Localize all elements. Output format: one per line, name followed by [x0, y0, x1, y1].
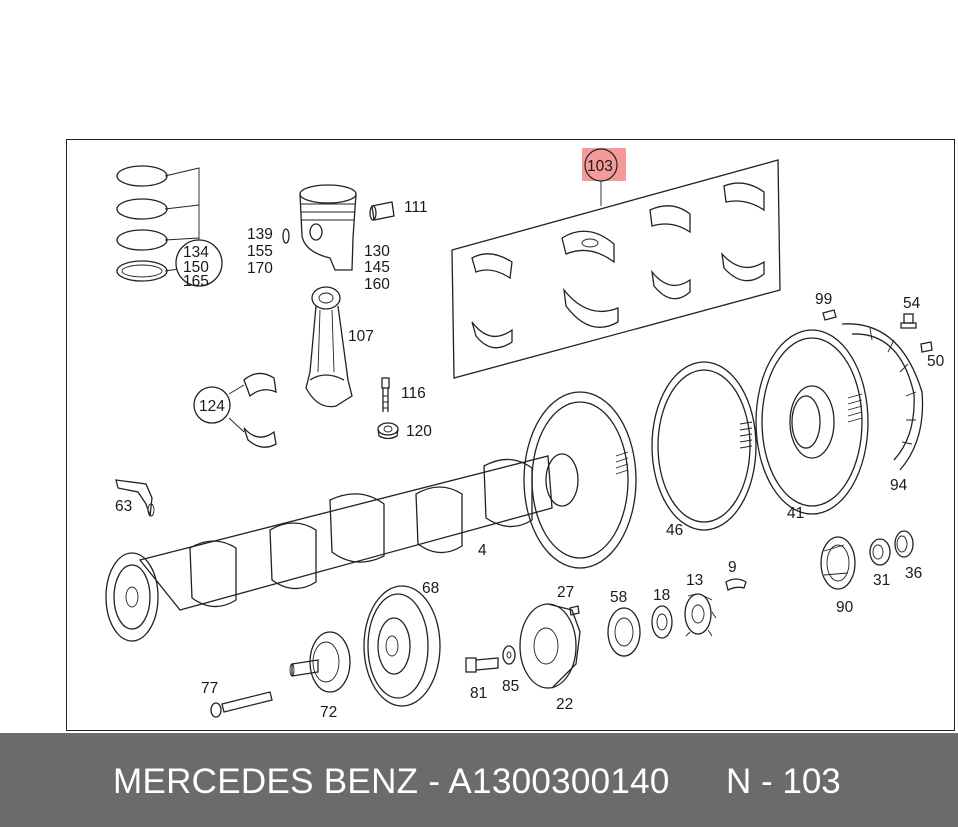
footer-bar: [0, 733, 958, 827]
seal-ring: [651, 361, 757, 531]
woodruff-key-9: [725, 578, 747, 591]
callout-90: 90: [836, 599, 854, 616]
callout-54: 54: [903, 295, 921, 312]
crankshaft: [105, 391, 637, 642]
callout-22: 22: [556, 696, 573, 713]
callout-99: 99: [815, 291, 832, 308]
callout-27: 27: [557, 584, 574, 601]
callout-145: 145: [364, 259, 390, 276]
rod-nut: [377, 422, 399, 440]
callout-77: 77: [201, 680, 218, 697]
callout-150: 150: [183, 259, 209, 276]
callout-103: 103: [587, 158, 613, 175]
screw-54: [900, 313, 917, 329]
bearing-90: [820, 536, 856, 590]
rod-bolt: [381, 377, 390, 412]
vibration-damper: [363, 585, 441, 707]
callout-13: 13: [686, 572, 703, 589]
callout-116: 116: [401, 385, 426, 402]
footer-part-number: MERCEDES BENZ - A1300300140: [113, 762, 670, 801]
rod-bearing-shells: [228, 372, 277, 448]
callout-160: 160: [364, 276, 390, 293]
callout-18: 18: [653, 587, 670, 604]
callout-4: 4: [478, 542, 487, 559]
bolt-81: [465, 657, 499, 673]
callout-124: 124: [199, 398, 225, 415]
callout-68: 68: [422, 580, 439, 597]
bearing-31: [869, 538, 891, 566]
highlight-103: [582, 148, 626, 182]
hub-22: [519, 603, 581, 689]
callout-58: 58: [610, 589, 627, 606]
main-bearing-kit-panel: [451, 159, 781, 379]
connecting-rod: [305, 286, 353, 408]
callout-81: 81: [470, 685, 487, 702]
callout-31: 31: [873, 572, 890, 589]
long-bolt: [210, 691, 273, 718]
callout-111: 111: [404, 199, 428, 216]
bracket: [115, 479, 155, 517]
bearing-36: [894, 530, 914, 558]
callout-72: 72: [320, 704, 337, 721]
callout-170: 170: [247, 260, 273, 277]
callout-165: 165: [183, 273, 209, 290]
footer-reference: N - 103: [726, 762, 841, 801]
pin-50: [920, 341, 933, 353]
pulley-hub: [289, 631, 351, 693]
callout-9: 9: [728, 559, 737, 576]
flywheel: [755, 329, 869, 515]
sprocket-13: [684, 593, 717, 637]
piston-rings: [116, 165, 200, 282]
callout-bubble-124: [193, 386, 231, 424]
callout-36: 36: [905, 565, 922, 582]
dowel-pin-99: [822, 309, 837, 321]
diagram-frame: [66, 139, 955, 731]
piston: [299, 184, 357, 271]
callout-94: 94: [890, 477, 908, 494]
callout-63: 63: [115, 498, 132, 515]
callout-139: 139: [247, 226, 273, 243]
callout-130: 130: [364, 243, 390, 260]
callout-134: 134: [183, 244, 209, 261]
callout-120: 120: [406, 423, 432, 440]
washer-85: [502, 645, 516, 665]
callout-bubble-134: [175, 239, 223, 287]
ring-segments: [841, 323, 924, 471]
callout-41: 41: [787, 505, 804, 522]
pin-27: [569, 605, 580, 616]
spacer-18: [651, 605, 673, 639]
callout-50: 50: [927, 353, 945, 370]
piston-pin: [369, 201, 395, 221]
piston-pin-clip: [282, 228, 290, 244]
callout-107: 107: [348, 328, 374, 345]
callout-85: 85: [502, 678, 519, 695]
seal-58: [607, 607, 641, 657]
callout-46: 46: [666, 522, 683, 539]
callout-155: 155: [247, 243, 273, 260]
